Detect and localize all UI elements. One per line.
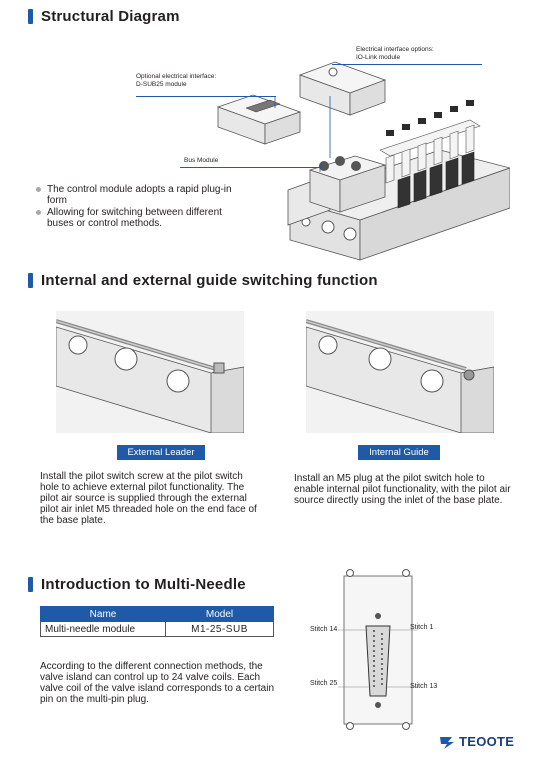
internal-pilot-image [306, 311, 494, 433]
heading-accent-bar [28, 9, 33, 24]
section-heading-structural: Structural Diagram [28, 8, 180, 25]
callout-dsub: Optional electrical interface: D-SUB25 m… [136, 73, 217, 88]
external-leader-label: External Leader [117, 445, 205, 460]
pin-label-25: Stitch 25 [310, 680, 338, 687]
callout-io-link: Electrical interface options: IO-Link mo… [356, 46, 434, 61]
valve-island-diagram [216, 61, 510, 261]
page-title: Structural Diagram [41, 8, 180, 25]
callout-bus-module: Bus Module [184, 157, 219, 164]
bullet-dot [36, 210, 41, 215]
callout-line-dsub [136, 96, 276, 97]
section-heading-guide: Internal and external guide switching fu… [28, 272, 378, 289]
bullet-item: The control module adopts a rapid plug-i… [36, 184, 236, 206]
callout-line-io [332, 64, 482, 65]
spec-table: Name Model Multi-needle module M1-25-SUB [40, 606, 274, 637]
external-pilot-image [56, 311, 244, 433]
brand-logo: TEOOTE [440, 734, 514, 749]
bullet-dot [36, 187, 41, 192]
table-header-row: Name Model [40, 606, 274, 622]
heading-accent-bar [28, 273, 33, 288]
heading-accent-bar [28, 577, 33, 592]
internal-guide-description: Install an M5 plug at the pilot switch h… [294, 473, 511, 506]
external-leader-description: Install the pilot switch screw at the pi… [40, 471, 257, 526]
internal-guide-label: Internal Guide [358, 445, 440, 460]
brand-logo-mark-icon [440, 736, 454, 749]
multi-needle-plug-image [338, 569, 418, 730]
feature-bullets: The control module adopts a rapid plug-i… [36, 184, 236, 230]
needle-description: According to the different connection me… [40, 661, 275, 705]
pin-label-14: Stitch 14 [310, 626, 338, 633]
callout-line-bus [180, 167, 320, 168]
bullet-item: Allowing for switching between different… [36, 207, 236, 229]
pin-label-1: Stitch 1 [410, 624, 434, 631]
table-row: Multi-needle module M1-25-SUB [40, 621, 274, 637]
pin-label-13: Stitch 13 [410, 683, 438, 690]
brand-logo-text: TEOOTE [459, 734, 515, 749]
section-heading-needle: Introduction to Multi-Needle [28, 576, 246, 593]
